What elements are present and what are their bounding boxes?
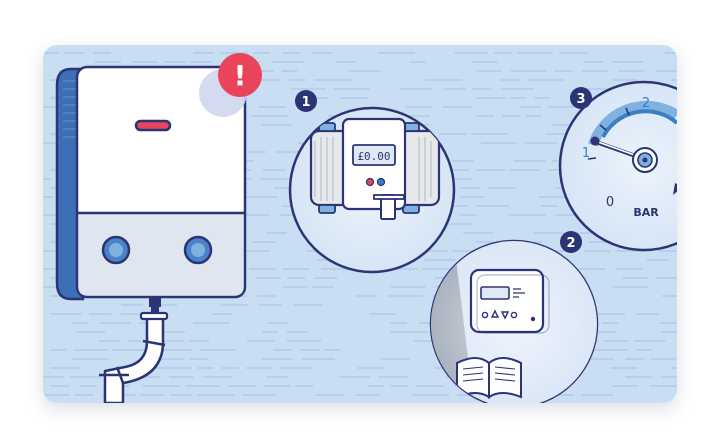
meter-display-value: £0.00 — [357, 150, 390, 163]
status-indicator — [134, 119, 172, 132]
boiler — [55, 65, 247, 403]
manual-book-icon — [456, 357, 522, 399]
illustration-card: ! £0.00 — [43, 45, 677, 403]
step-3-number: 3 — [576, 92, 585, 107]
alert-badge: ! — [199, 53, 262, 117]
gauge-tick-1: 1 — [582, 146, 590, 161]
thermostat-display — [480, 286, 510, 300]
step-3-pressure-gauge-panel: 0 1 2 BAR 3 — [558, 80, 677, 252]
step-1-meter-panel: £0.00 1 — [288, 90, 456, 274]
meter-button-blue — [376, 177, 386, 187]
step-2-thermostat-panel: 2 — [429, 231, 599, 403]
step-2-number: 2 — [566, 236, 575, 251]
gauge-unit: BAR — [633, 206, 659, 219]
step-1-number: 1 — [301, 95, 310, 110]
gauge-tick-0: 0 — [606, 195, 614, 210]
gauge-tick-2: 2 — [642, 96, 650, 111]
boiler-pipe — [103, 313, 165, 403]
meter-button-red — [365, 177, 375, 187]
exclamation-icon: ! — [234, 59, 247, 92]
meter-display — [352, 144, 396, 166]
